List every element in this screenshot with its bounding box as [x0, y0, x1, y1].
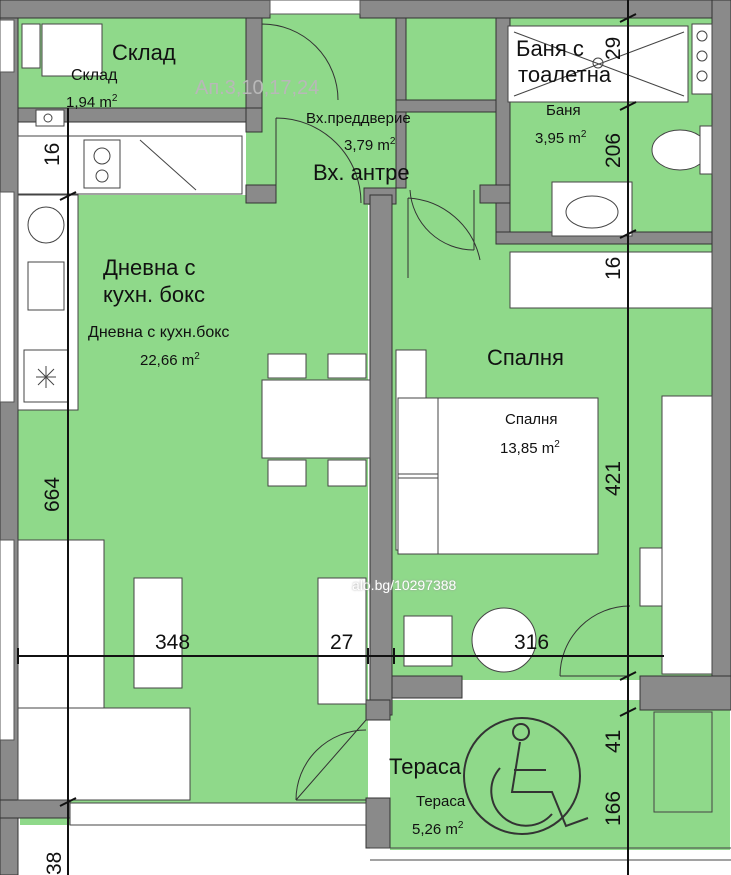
wall-top-right	[359, 0, 731, 19]
wall-top-left	[0, 0, 271, 19]
wardrobe	[509, 251, 713, 309]
dimension-166: 166	[602, 790, 625, 826]
wall-bottom-mid	[391, 675, 463, 699]
bath-door	[409, 189, 475, 251]
tv-cabinet	[317, 577, 367, 705]
bedroom-area: 13,85 m2	[500, 439, 560, 457]
dimension-348: 348	[155, 631, 191, 654]
wall-entrance-left	[245, 184, 277, 204]
storage-door	[261, 23, 339, 101]
window-storage	[0, 19, 15, 73]
doors	[261, 23, 631, 801]
window-living-lower	[0, 539, 15, 741]
terrace-label: Тераса	[416, 793, 466, 810]
desk	[661, 395, 713, 675]
coffee-table	[133, 577, 183, 689]
wall-left	[0, 0, 19, 875]
dimension-206: 206	[602, 132, 625, 168]
storage-title: Склад	[112, 40, 176, 65]
chair	[267, 353, 307, 379]
watermark: alo.bg/10297388	[352, 577, 457, 593]
dimension-lines	[17, 0, 664, 875]
living-title-line2: кухн. бокс	[103, 282, 205, 307]
armchair	[403, 615, 453, 667]
wall-right	[711, 0, 731, 706]
kitchen-upper	[17, 135, 243, 195]
entrance-floor	[246, 0, 396, 205]
dimension-41: 41	[602, 729, 625, 753]
dining-table	[261, 379, 371, 459]
terrace-title: Тераса	[389, 754, 462, 779]
dimension-27: 27	[330, 631, 354, 654]
wall-storage-corner	[245, 107, 263, 133]
dimension-16-left: 16	[41, 142, 64, 166]
apartment-code: Ап.3,10,17,24	[195, 77, 320, 99]
wall-entrance-bath	[479, 184, 511, 204]
living-label: Дневна с кухн.бокс	[88, 324, 230, 341]
storage-label: Склад	[71, 67, 118, 84]
entrance-door	[275, 117, 362, 204]
wall-terrace-left	[365, 797, 391, 849]
dimension-38: 38	[43, 851, 66, 875]
wall-bottom-right	[639, 675, 731, 711]
bathtub	[507, 25, 689, 103]
wall-bath-mid	[395, 99, 507, 113]
living-area: 22,66 m2	[140, 351, 200, 369]
terrace-floor	[390, 700, 730, 850]
desk-chair	[639, 547, 663, 607]
bath-shelf	[691, 23, 713, 95]
terrace-door-left	[295, 719, 367, 801]
dimension-16-right: 16	[602, 256, 625, 280]
window-living	[0, 191, 15, 403]
dimension-29: 29	[602, 36, 625, 60]
storage-box	[35, 109, 65, 127]
wall-partition-foot	[365, 699, 391, 721]
bedroom-label: Спалня	[505, 411, 558, 428]
kitchen-sink	[27, 206, 65, 244]
wall-bottom-left	[0, 799, 71, 819]
storage-shelf	[21, 23, 41, 69]
terrace-door-right	[559, 605, 631, 677]
dimension-316: 316	[514, 631, 550, 654]
wheelchair-icon	[463, 717, 589, 835]
storage-area: 1,94 m2	[66, 93, 118, 111]
chair	[267, 459, 307, 487]
bathroom-title-line1: Баня с	[516, 36, 584, 61]
bedroom-title: Спалня	[487, 345, 564, 370]
entrance-area: 3,79 m2	[344, 136, 396, 154]
terrace-railing	[69, 802, 367, 826]
bathroom-area: 3,95 m2	[535, 129, 587, 147]
entrance-label: Вх.преддверие	[306, 110, 411, 127]
living-title-line1: Дневна с	[103, 255, 196, 280]
window-top	[269, 0, 361, 15]
bathroom-title-line2: тоалетна	[518, 62, 612, 87]
wall-partition-vertical	[369, 194, 393, 716]
sofa-corner	[17, 707, 191, 801]
bathroom-label: Баня	[546, 102, 581, 119]
furniture	[17, 23, 731, 861]
dimension-664: 664	[41, 476, 64, 512]
entrance-title: Вх. антре	[313, 160, 410, 185]
terrace-column	[653, 711, 713, 813]
wall-storage-right	[245, 17, 263, 119]
bedroom-door	[407, 197, 481, 278]
dimension-421: 421	[602, 460, 625, 496]
chair	[327, 353, 367, 379]
washing-machine	[41, 23, 103, 77]
windows	[0, 0, 361, 741]
washbasin	[551, 181, 633, 237]
chair	[327, 459, 367, 487]
terrace-area: 5,26 m2	[412, 820, 464, 838]
